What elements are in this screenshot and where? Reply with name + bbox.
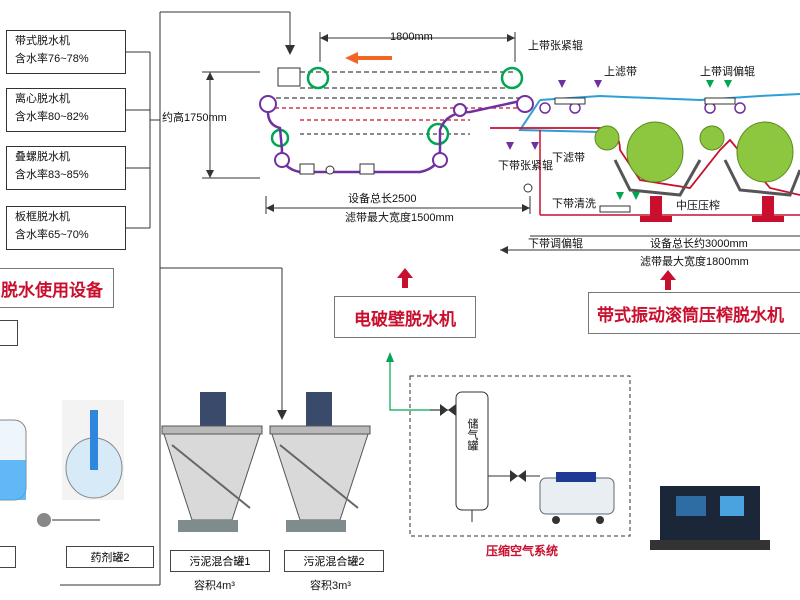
mixer2-vol: 容积3m³ [310,580,351,592]
air-tank-label: 储气罐 [466,418,478,451]
mixer2-box: 污泥混合罐2 [284,550,384,572]
mixer-tank-1-shape [161,392,263,532]
option-box-screw: 叠螺脱水机 含水率83~85% [6,146,126,190]
pharma-tank-box: 药剂罐2 [66,546,154,568]
mixer1-vol: 容积4m³ [194,580,235,592]
right-total-length: 设备总长约3000mm [650,238,748,250]
option-rate: 含水率83~85% [15,169,89,181]
direction-arrow [345,52,392,64]
option-rate: 含水率76~78% [15,53,89,65]
mixer1-label: 污泥混合罐1 [189,556,251,568]
air-system-boundary [409,375,631,537]
option-name: 板框脱水机 [15,211,70,223]
title-right-machine-text: 带式振动滚筒压榨脱水机 [597,305,784,325]
lower-wash-label: 下带清洗 [552,198,596,210]
mixer-tank-2-shape [269,392,371,532]
belt-width-top: 1800mm [390,31,433,43]
pharma-tank-shapes [0,400,124,527]
upper-belt-label: 上滤带 [604,66,637,78]
option-rate: 含水率65~70% [15,229,89,241]
option-box-belt: 带式脱水机 含水率76~78% [6,30,126,74]
air-system-label: 压缩空气系统 [486,544,559,558]
option-name: 叠螺脱水机 [15,151,70,163]
left-edge-box [0,320,18,346]
option-name: 离心脱水机 [15,93,70,105]
air-tank-shape [455,391,489,511]
section-title-left: 脱水使用设备 [0,268,114,308]
title-left-machine-text: 电破壁脱水机 [354,309,456,329]
arrow-down-mixer2 [277,410,287,420]
title-left-machine: 电破壁脱水机 [334,296,476,338]
arrow-down-feed [285,45,295,55]
mixer2-label: 污泥混合罐2 [303,556,365,568]
option-box-plate: 板框脱水机 含水率65~70% [6,206,126,250]
upper-adjust-label: 上带调偏辊 [700,66,755,78]
option-box-centrifuge: 离心脱水机 含水率80~82% [6,88,126,132]
hydraulic-station [650,486,770,550]
left-max-width: 滤带最大宽度1500mm [345,212,454,224]
lower-tension-label: 下带张紧辊 [498,160,553,172]
left-total-length: 设备总长2500 [348,193,417,205]
mixer1-box: 污泥混合罐1 [170,550,270,572]
title-right-machine: 带式振动滚筒压榨脱水机 [588,292,800,334]
section-title-text: 脱水使用设备 [1,280,103,300]
pharma-tank-label: 药剂罐2 [90,552,130,564]
option-rate: 含水率80~82% [15,111,89,123]
left-edge-box-2 [0,546,16,568]
height-label: 约高1750mm [162,112,227,124]
lower-adjust-label: 下带调偏辊 [528,238,583,250]
right-max-width: 滤带最大宽度1800mm [640,256,749,268]
press-label: 中压压榨 [676,200,720,212]
option-name: 带式脱水机 [15,35,70,47]
lower-belt-label: 下滤带 [552,152,585,164]
upper-tension-label: 上带张紧辊 [528,40,583,52]
